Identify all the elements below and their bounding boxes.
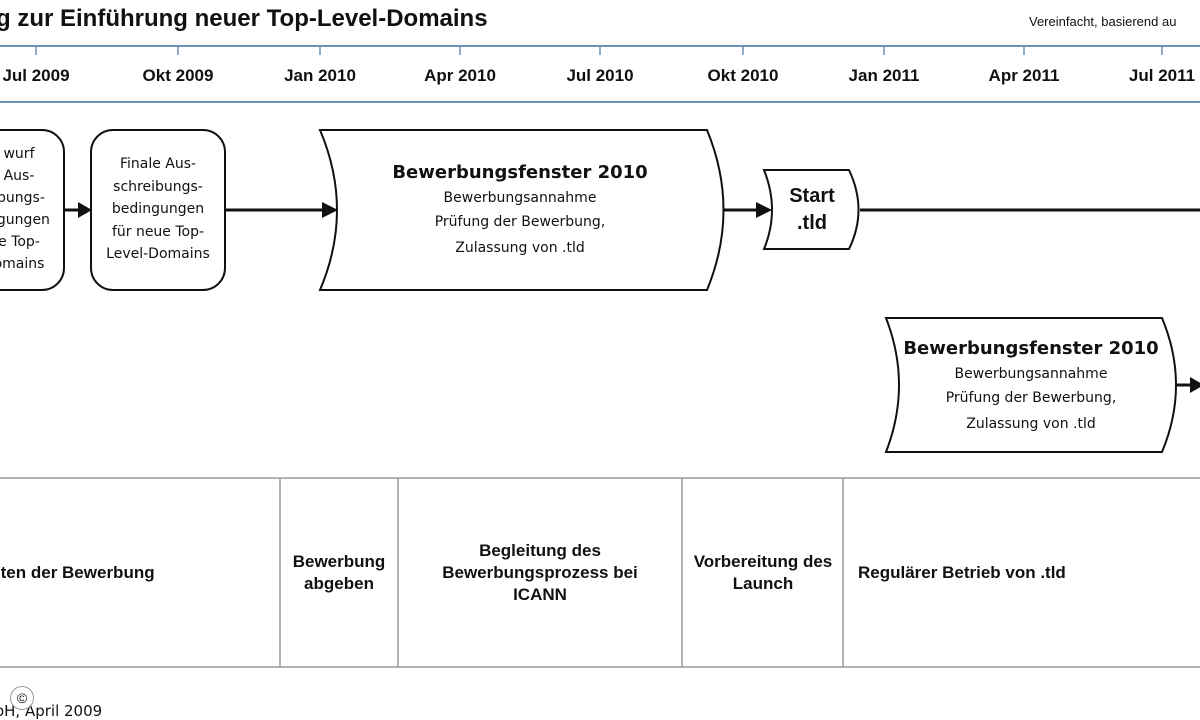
phase-submit-application: Bewerbung abgeben	[292, 552, 386, 593]
box-text-line: omains	[0, 256, 45, 272]
arrow-head	[322, 202, 338, 218]
arrow-head	[78, 202, 92, 218]
box-text-line: e Top-	[0, 234, 40, 250]
application-window-heading: Bewerbungsfenster 2010	[903, 338, 1159, 359]
timeline-tick-label: Jul 2009	[2, 66, 70, 85]
timeline-tick-label: Apr 2011	[988, 66, 1060, 85]
box-text-line: für neue Top-	[111, 223, 205, 240]
start-tld-text: Start .tld	[772, 183, 852, 237]
box-text-line: Zulassung von .tld	[966, 416, 1096, 432]
application-window-box-2	[884, 317, 1177, 453]
phase-prepare-application: bereiten der Bewerbung	[0, 563, 155, 582]
page-title: g zur Einführung neuer Top-Level-Domains	[0, 5, 488, 32]
box-text-line: Start	[789, 185, 835, 207]
box-text-line: Zulassung von .tld	[455, 240, 585, 256]
box-text-line: Prüfung der Bewerbung,	[434, 214, 606, 230]
copyright-icon: ©	[10, 686, 34, 710]
phase-table	[0, 477, 1200, 668]
subtitle: Vereinfacht, basierend au	[1029, 14, 1177, 29]
arrow-head	[756, 202, 772, 218]
timeline-ticks	[35, 46, 1163, 55]
box-text-line: bedingungen	[111, 201, 205, 217]
final-conditions-text: Finale Aus- schreibungs- bedingungen für…	[92, 153, 224, 266]
box-text-line: Level-Domains	[106, 246, 210, 262]
box-text-line: Aus-	[3, 168, 35, 184]
box-text-line: schreibungs-	[113, 178, 203, 195]
timeline-tick-label: Jul 2010	[566, 66, 634, 85]
box-text-line: ibungs-	[0, 190, 45, 206]
timeline-tick-label: Apr 2010	[424, 66, 496, 85]
timeline-tick-label: Okt 2009	[142, 66, 214, 85]
phase-regular-operation: Regulärer Betrieb von .tld	[858, 563, 1066, 582]
box-text-line: .tld	[797, 212, 827, 234]
box-text-line: Bewerbungsannahme	[954, 366, 1108, 382]
box-text-line: Prüfung der Bewerbung,	[945, 390, 1117, 406]
box-text-line: Bewerbungsannahme	[443, 190, 597, 206]
application-window-box	[318, 129, 725, 291]
box-text-line: ngungen	[0, 212, 50, 228]
application-window-heading: Bewerbungsfenster 2010	[392, 162, 648, 183]
phase-icann-process: Begleitung des Bewerbungsprozess bei ICA…	[442, 541, 638, 604]
timeline-tick-label: Jan 2011	[848, 66, 920, 85]
draft-conditions-text: wurf Aus- ibungs- ngungen e Top- omains	[0, 143, 56, 275]
timeline-tick-label: Okt 2010	[707, 66, 779, 85]
application-window-2-text: Bewerbungsfenster 2010 Bewerbungsannahme…	[896, 336, 1166, 438]
timeline-tick-label: Jul 2011	[1128, 66, 1196, 85]
application-window-text: Bewerbungsfenster 2010 Bewerbungsannahme…	[360, 160, 680, 262]
start-tld-box	[762, 169, 860, 250]
box-text-line: Finale Aus-	[119, 156, 197, 172]
timeline-tick-label: Jan 2010	[284, 66, 356, 85]
phase-prepare-launch: Vorbereitung des Launch	[693, 552, 833, 593]
arrow-head	[1190, 377, 1200, 393]
box-text-line: wurf	[3, 146, 35, 162]
